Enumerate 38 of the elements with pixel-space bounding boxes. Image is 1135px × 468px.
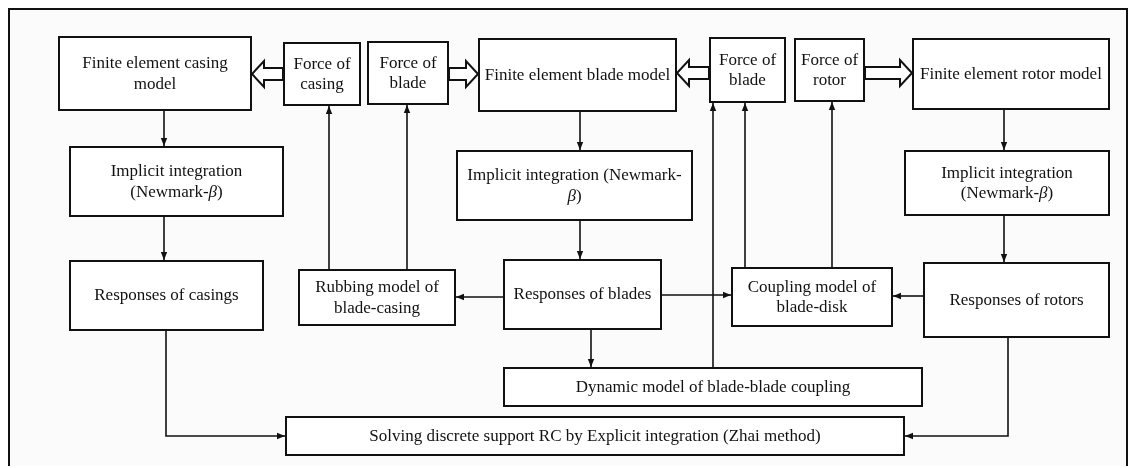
process-box: Dynamic model of blade-blade coupling: [503, 367, 923, 407]
arrow: [828, 101, 836, 268]
hollow-arrow: [250, 58, 284, 90]
hollow-arrow: [675, 57, 710, 89]
process-box: Force of casing: [283, 42, 361, 106]
arrow: [160, 110, 168, 147]
arrow: [455, 293, 504, 301]
process-box: Force of rotor: [794, 38, 865, 102]
arrow: [904, 337, 1009, 440]
arrow: [741, 102, 749, 268]
process-box: Finite element casing model: [58, 36, 252, 111]
process-box: Implicit integration (Newmark-β): [456, 150, 693, 221]
process-box: Responses of casings: [69, 260, 264, 331]
process-box: Force of blade: [367, 41, 449, 105]
arrow: [709, 102, 717, 368]
process-box: Finite element blade model: [478, 38, 677, 112]
process-box: Coupling model of blade-disk: [731, 267, 893, 327]
process-box: Rubbing model of blade-casing: [298, 269, 456, 326]
process-box: Finite element rotor model: [912, 38, 1110, 110]
hollow-arrow: [448, 58, 480, 90]
arrow: [661, 291, 732, 299]
arrow: [587, 329, 595, 368]
hollow-arrow: [864, 57, 914, 89]
arrow: [325, 105, 333, 270]
arrow: [576, 220, 584, 260]
arrow: [160, 216, 168, 261]
arrow: [1000, 109, 1008, 151]
arrow: [165, 330, 286, 440]
process-box: Force of blade: [709, 37, 786, 103]
process-box: Implicit integration (Newmark-β): [904, 150, 1110, 216]
arrow: [403, 104, 411, 270]
process-box: Solving discrete support RC by Explicit integration (Zhai method): [285, 416, 905, 456]
process-box: Responses of blades: [503, 259, 662, 330]
arrow: [892, 292, 924, 300]
process-box: Implicit integration (Newmark-β): [69, 146, 284, 217]
arrow: [1000, 215, 1008, 263]
arrow: [576, 111, 584, 151]
process-box: Responses of rotors: [923, 262, 1110, 338]
